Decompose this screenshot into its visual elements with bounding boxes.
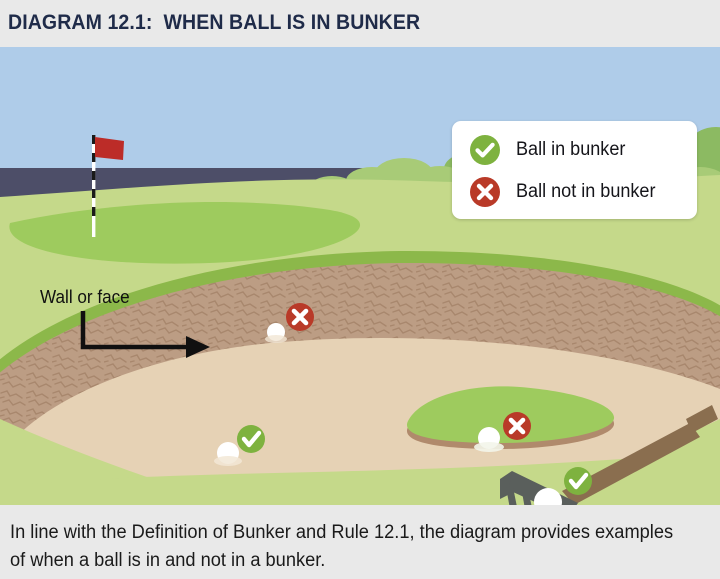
golf-ball-rake xyxy=(534,488,562,505)
putting-green xyxy=(9,202,361,264)
check-circle-icon xyxy=(470,135,500,165)
callout-wall-or-face-label: Wall or face xyxy=(40,287,130,307)
caption-bar: In line with the Definition of Bunker an… xyxy=(0,505,720,579)
legend-item-ball-in-bunker: Ball in bunker xyxy=(470,135,631,165)
marker-wall-ball[interactable] xyxy=(286,303,314,331)
header-bar: DIAGRAM 12.1: WHEN BALL IS IN BUNKER xyxy=(0,0,720,47)
golf-ball-island xyxy=(474,427,504,452)
page-title: DIAGRAM 12.1: WHEN BALL IS IN BUNKER xyxy=(8,11,421,34)
bunker-sand-floor xyxy=(0,337,720,505)
arrow-right-icon xyxy=(80,311,210,358)
legend-label-ball-in-bunker: Ball in bunker xyxy=(516,139,626,160)
x-circle-icon xyxy=(470,177,500,207)
legend-box: Ball in bunker Ball not in bunker xyxy=(452,121,697,219)
legend-label-ball-not-in-bunker: Ball not in bunker xyxy=(516,181,656,202)
scene-artwork xyxy=(0,47,720,505)
caption-text: In line with the Definition of Bunker an… xyxy=(10,522,674,571)
illustration-scene: Wall or face Ball in bunker xyxy=(0,47,720,505)
golf-ball-wall xyxy=(265,323,287,343)
golf-ball-sand xyxy=(214,442,242,466)
legend-item-ball-not-in-bunker: Ball not in bunker xyxy=(470,177,663,207)
flag-icon xyxy=(92,135,124,237)
marker-rake-ball[interactable] xyxy=(564,467,592,495)
marker-island-ball[interactable] xyxy=(503,412,531,440)
marker-sand-ball[interactable] xyxy=(237,425,265,453)
